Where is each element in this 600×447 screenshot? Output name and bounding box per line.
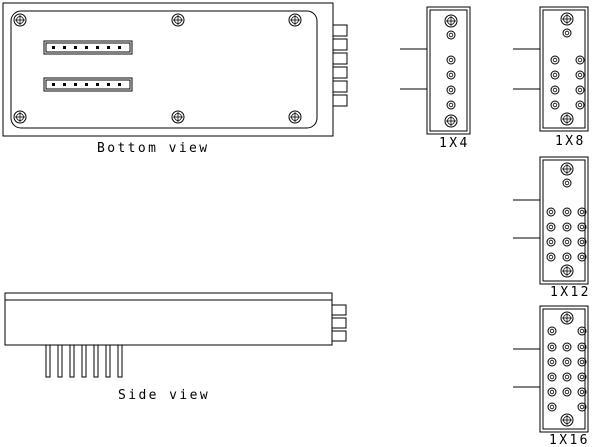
pin-socket-icon xyxy=(577,402,587,412)
pin-socket-icon xyxy=(546,252,556,262)
bottom-view-label: Bottom view xyxy=(97,141,210,156)
module-label-1x12: 1X12 xyxy=(550,285,591,300)
pin-socket-icon xyxy=(575,85,585,95)
pin-socket-icon xyxy=(446,30,456,40)
pin-socket-icon xyxy=(577,372,587,382)
screw-icon xyxy=(13,13,27,27)
pin-socket-icon xyxy=(547,357,557,367)
pin-socket-icon xyxy=(562,207,572,217)
header-pins xyxy=(52,46,121,49)
pin-socket-icon xyxy=(546,222,556,232)
screw-icon xyxy=(288,13,302,27)
screw-icon xyxy=(560,12,574,26)
bottom-view-fingers xyxy=(332,24,348,107)
side-view-body xyxy=(4,292,333,346)
pin-socket-icon xyxy=(546,207,556,217)
pin-socket-icon xyxy=(547,387,557,397)
module-1x4: 1X4 xyxy=(400,6,471,151)
pin-socket-icon xyxy=(562,28,572,38)
pin-socket-icon xyxy=(575,70,585,80)
pin-socket-icon xyxy=(577,252,587,262)
side-view-label: Side view xyxy=(118,388,210,403)
screw-icon xyxy=(560,162,574,176)
pin-socket-icon xyxy=(577,207,587,217)
pin-socket-icon xyxy=(577,387,587,397)
pin-socket-icon xyxy=(577,222,587,232)
pin-socket-icon xyxy=(446,85,456,95)
side-view-pins xyxy=(45,344,123,378)
pin-socket-icon xyxy=(562,342,572,352)
bottom-view-screws xyxy=(13,13,302,124)
pin-socket-icon xyxy=(550,100,560,110)
pin-socket-icon xyxy=(547,372,557,382)
screw-icon xyxy=(560,112,574,126)
pin-socket-icon xyxy=(550,85,560,95)
module-label-1x4: 1X4 xyxy=(439,136,470,151)
pin-socket-icon xyxy=(550,70,560,80)
module-1x12: 1X12 xyxy=(513,156,591,300)
screw-icon xyxy=(288,110,302,124)
pin-socket-icon xyxy=(550,55,560,65)
pin-socket-icon xyxy=(577,342,587,352)
module-label-1x16: 1X16 xyxy=(549,433,590,447)
screw-icon xyxy=(171,110,185,124)
pin-socket-icon xyxy=(446,70,456,80)
screw-icon xyxy=(560,311,574,325)
pin-socket-icon xyxy=(562,372,572,382)
bottom-view: Bottom view xyxy=(2,2,348,156)
pin-socket-icon xyxy=(547,326,557,336)
pin-socket-icon xyxy=(562,237,572,247)
side-view-fingers xyxy=(331,304,347,342)
pin-socket-icon xyxy=(575,100,585,110)
screw-icon xyxy=(560,264,574,278)
pin-socket-icon xyxy=(562,252,572,262)
bottom-view-body xyxy=(2,2,334,137)
pin-socket-icon xyxy=(575,55,585,65)
module-1x16: 1X16 xyxy=(513,305,590,447)
module-1x8: 1X8 xyxy=(513,6,589,149)
pin-socket-icon xyxy=(577,237,587,247)
module-label-1x8: 1X8 xyxy=(555,134,586,149)
pin-socket-icon xyxy=(446,55,456,65)
pin-socket-icon xyxy=(446,100,456,110)
screw-icon xyxy=(444,114,458,128)
screw-icon xyxy=(444,14,458,28)
pin-socket-icon xyxy=(562,222,572,232)
pin-socket-icon xyxy=(577,357,587,367)
screw-icon xyxy=(13,110,27,124)
pin-header-strip xyxy=(43,40,133,55)
pin-header-strip xyxy=(43,77,133,92)
pin-socket-icon xyxy=(562,357,572,367)
pin-socket-icon xyxy=(546,237,556,247)
screw-icon xyxy=(560,413,574,427)
header-pins xyxy=(52,83,121,86)
screw-icon xyxy=(171,13,185,27)
pin-socket-icon xyxy=(577,326,587,336)
pin-socket-icon xyxy=(547,402,557,412)
side-view: Side view xyxy=(4,292,347,403)
pin-socket-icon xyxy=(547,342,557,352)
pin-socket-icon xyxy=(562,178,572,188)
pin-socket-icon xyxy=(562,387,572,397)
